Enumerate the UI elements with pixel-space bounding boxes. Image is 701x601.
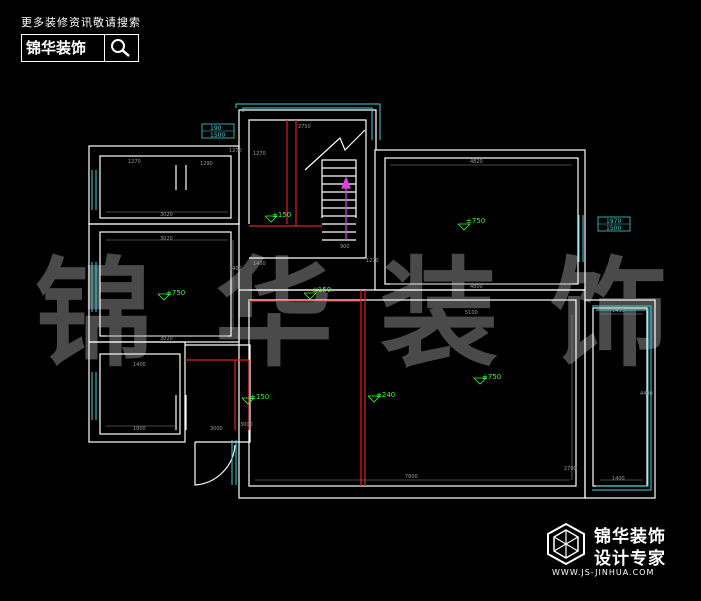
dimension-label: 4820: [470, 159, 483, 165]
level-label: ±750: [466, 217, 485, 225]
dimension-label: 900: [340, 244, 350, 250]
dimension-label: 3000: [240, 422, 253, 428]
dimension-label: 1400: [612, 476, 625, 482]
stair-arrow: [341, 176, 351, 240]
window-tag-text: 1970: [606, 218, 621, 225]
window-tag-text: 1500: [210, 132, 225, 139]
level-markers: [157, 215, 487, 405]
watermark: 锦 华 装 饰: [35, 245, 668, 383]
brand-url[interactable]: WWW.JS-JINHUA.COM: [552, 568, 655, 577]
level-label: ±150: [312, 286, 331, 294]
watermark-char: 装: [380, 245, 498, 383]
level-label: ±750: [166, 289, 185, 297]
dimension-label: 4400: [640, 391, 653, 397]
brand-footer-name: 锦华装饰: [594, 527, 666, 547]
dimension-label: 5100: [465, 310, 478, 316]
brand-footer: 锦华装饰 设计专家 WWW.JS-JINHUA.COM: [544, 520, 694, 580]
brand-header: 更多装修资讯敬请搜索 锦华装饰: [21, 14, 146, 62]
dimension-label: 1400: [253, 261, 266, 267]
dimension-label: 1270: [253, 151, 266, 157]
dimension-label: 3000: [210, 426, 223, 432]
dimension-lines: [106, 164, 643, 481]
walls: [88, 109, 656, 499]
window-tag-text: 1500: [606, 225, 621, 232]
level-label: ±150: [250, 393, 269, 401]
dimension-label: 4800: [470, 284, 483, 290]
dimension-label: 1270: [229, 148, 242, 154]
dimension-label: 3020: [160, 236, 173, 242]
brand-name: 锦华装饰: [22, 35, 105, 61]
dimension-label: 1800: [133, 426, 146, 432]
dimension-label: 2750: [298, 124, 311, 130]
red-lines: [185, 120, 366, 486]
window-tag: 1970 1500: [597, 216, 631, 232]
dimension-label: 1270: [366, 258, 379, 264]
logo-icon: [547, 522, 585, 566]
brand-tagline: 更多装修资讯敬请搜索: [21, 16, 141, 29]
dimension-label: 1400: [133, 362, 146, 368]
dimension-labels: 1270 1290 3020 3020 3020 1400 1800 2750 …: [128, 124, 653, 482]
dimension-label: 3020: [160, 336, 173, 342]
dimension-label: 3020: [160, 212, 173, 218]
dimension-label: 1400: [612, 308, 625, 314]
dimension-label: 7800: [405, 474, 418, 480]
window-tag: 190 1500: [201, 123, 235, 139]
level-label: ±750: [482, 373, 501, 381]
search-icon[interactable]: [105, 35, 138, 61]
dimension-label: 1290: [200, 161, 213, 167]
brand-footer-slogan: 设计专家: [594, 549, 666, 569]
level-labels: ±150 ±150 ±150 ±240 ±750 ±750 ±750: [166, 211, 501, 401]
brand-search-box[interactable]: 锦华装饰: [21, 34, 139, 62]
level-label: ±150: [272, 211, 291, 219]
windows: [91, 103, 652, 491]
dimension-label: 2700: [564, 466, 577, 472]
dimension-label: 1270: [128, 159, 141, 165]
window-tag-text: 190: [210, 125, 222, 132]
level-label: ±240: [376, 391, 395, 399]
watermark-char: 锦: [35, 245, 153, 383]
dimension-label: 1400: [229, 266, 242, 272]
